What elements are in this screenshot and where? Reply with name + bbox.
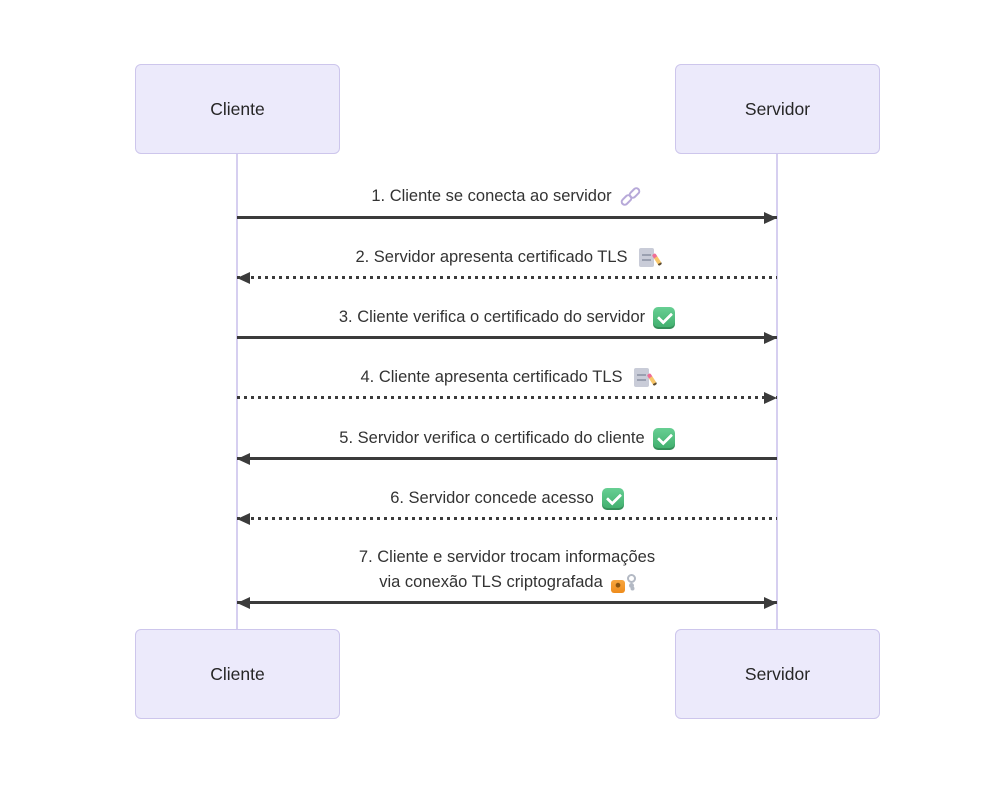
actor-servidor-top: Servidor — [675, 64, 880, 154]
message-4-line — [237, 392, 777, 404]
certificate-icon — [631, 367, 654, 389]
message-5-text: 5. Servidor verifica o certificado do cl… — [339, 429, 645, 447]
message-3-text: 3. Cliente verifica o certificado do ser… — [338, 308, 646, 326]
message-3-line — [237, 332, 777, 344]
actor-servidor-bottom: Servidor — [675, 629, 880, 719]
check-icon — [601, 487, 624, 510]
message-1-line — [237, 212, 777, 224]
check-icon — [652, 427, 675, 450]
message-7-label: 7. Cliente e servidor trocam informações… — [237, 545, 777, 595]
certificate-icon — [636, 247, 659, 269]
message-4-text: 4. Cliente apresenta certificado TLS — [360, 368, 623, 386]
message-7-text-line2-row: via conexão TLS criptografada — [379, 570, 636, 595]
lifeline-cliente — [236, 154, 238, 630]
message-6-line — [237, 513, 777, 525]
actor-servidor-top-label: Servidor — [744, 98, 811, 119]
message-6-label: 6. Servidor concede acesso — [237, 486, 777, 511]
message-5-label: 5. Servidor verifica o certificado do cl… — [237, 426, 777, 451]
message-7-line — [237, 597, 777, 609]
link-icon — [620, 186, 643, 208]
actor-cliente-top: Cliente — [135, 64, 340, 154]
message-5-line — [237, 453, 777, 465]
message-3-label: 3. Cliente verifica o certificado do ser… — [237, 305, 777, 330]
message-7-text-line2: via conexão TLS criptografada — [379, 573, 603, 591]
message-6-text: 6. Servidor concede acesso — [390, 489, 594, 507]
check-icon — [653, 306, 676, 329]
message-2-text: 2. Servidor apresenta certificado TLS — [355, 248, 628, 266]
actor-cliente-bottom-label: Cliente — [210, 663, 265, 684]
message-4-label: 4. Cliente apresenta certificado TLS — [237, 365, 777, 390]
actor-cliente-top-label: Cliente — [210, 98, 265, 119]
message-1-text: 1. Cliente se conecta ao servidor — [371, 187, 612, 205]
actor-servidor-bottom-label: Servidor — [744, 663, 811, 684]
message-2-line — [237, 272, 777, 284]
lock-with-key-icon — [610, 572, 636, 593]
lifeline-servidor — [776, 154, 778, 630]
actor-cliente-bottom: Cliente — [135, 629, 340, 719]
message-7-text-line1: 7. Cliente e servidor trocam informações — [358, 548, 656, 566]
message-2-label: 2. Servidor apresenta certificado TLS — [237, 245, 777, 270]
message-1-label: 1. Cliente se conecta ao servidor — [237, 184, 777, 209]
